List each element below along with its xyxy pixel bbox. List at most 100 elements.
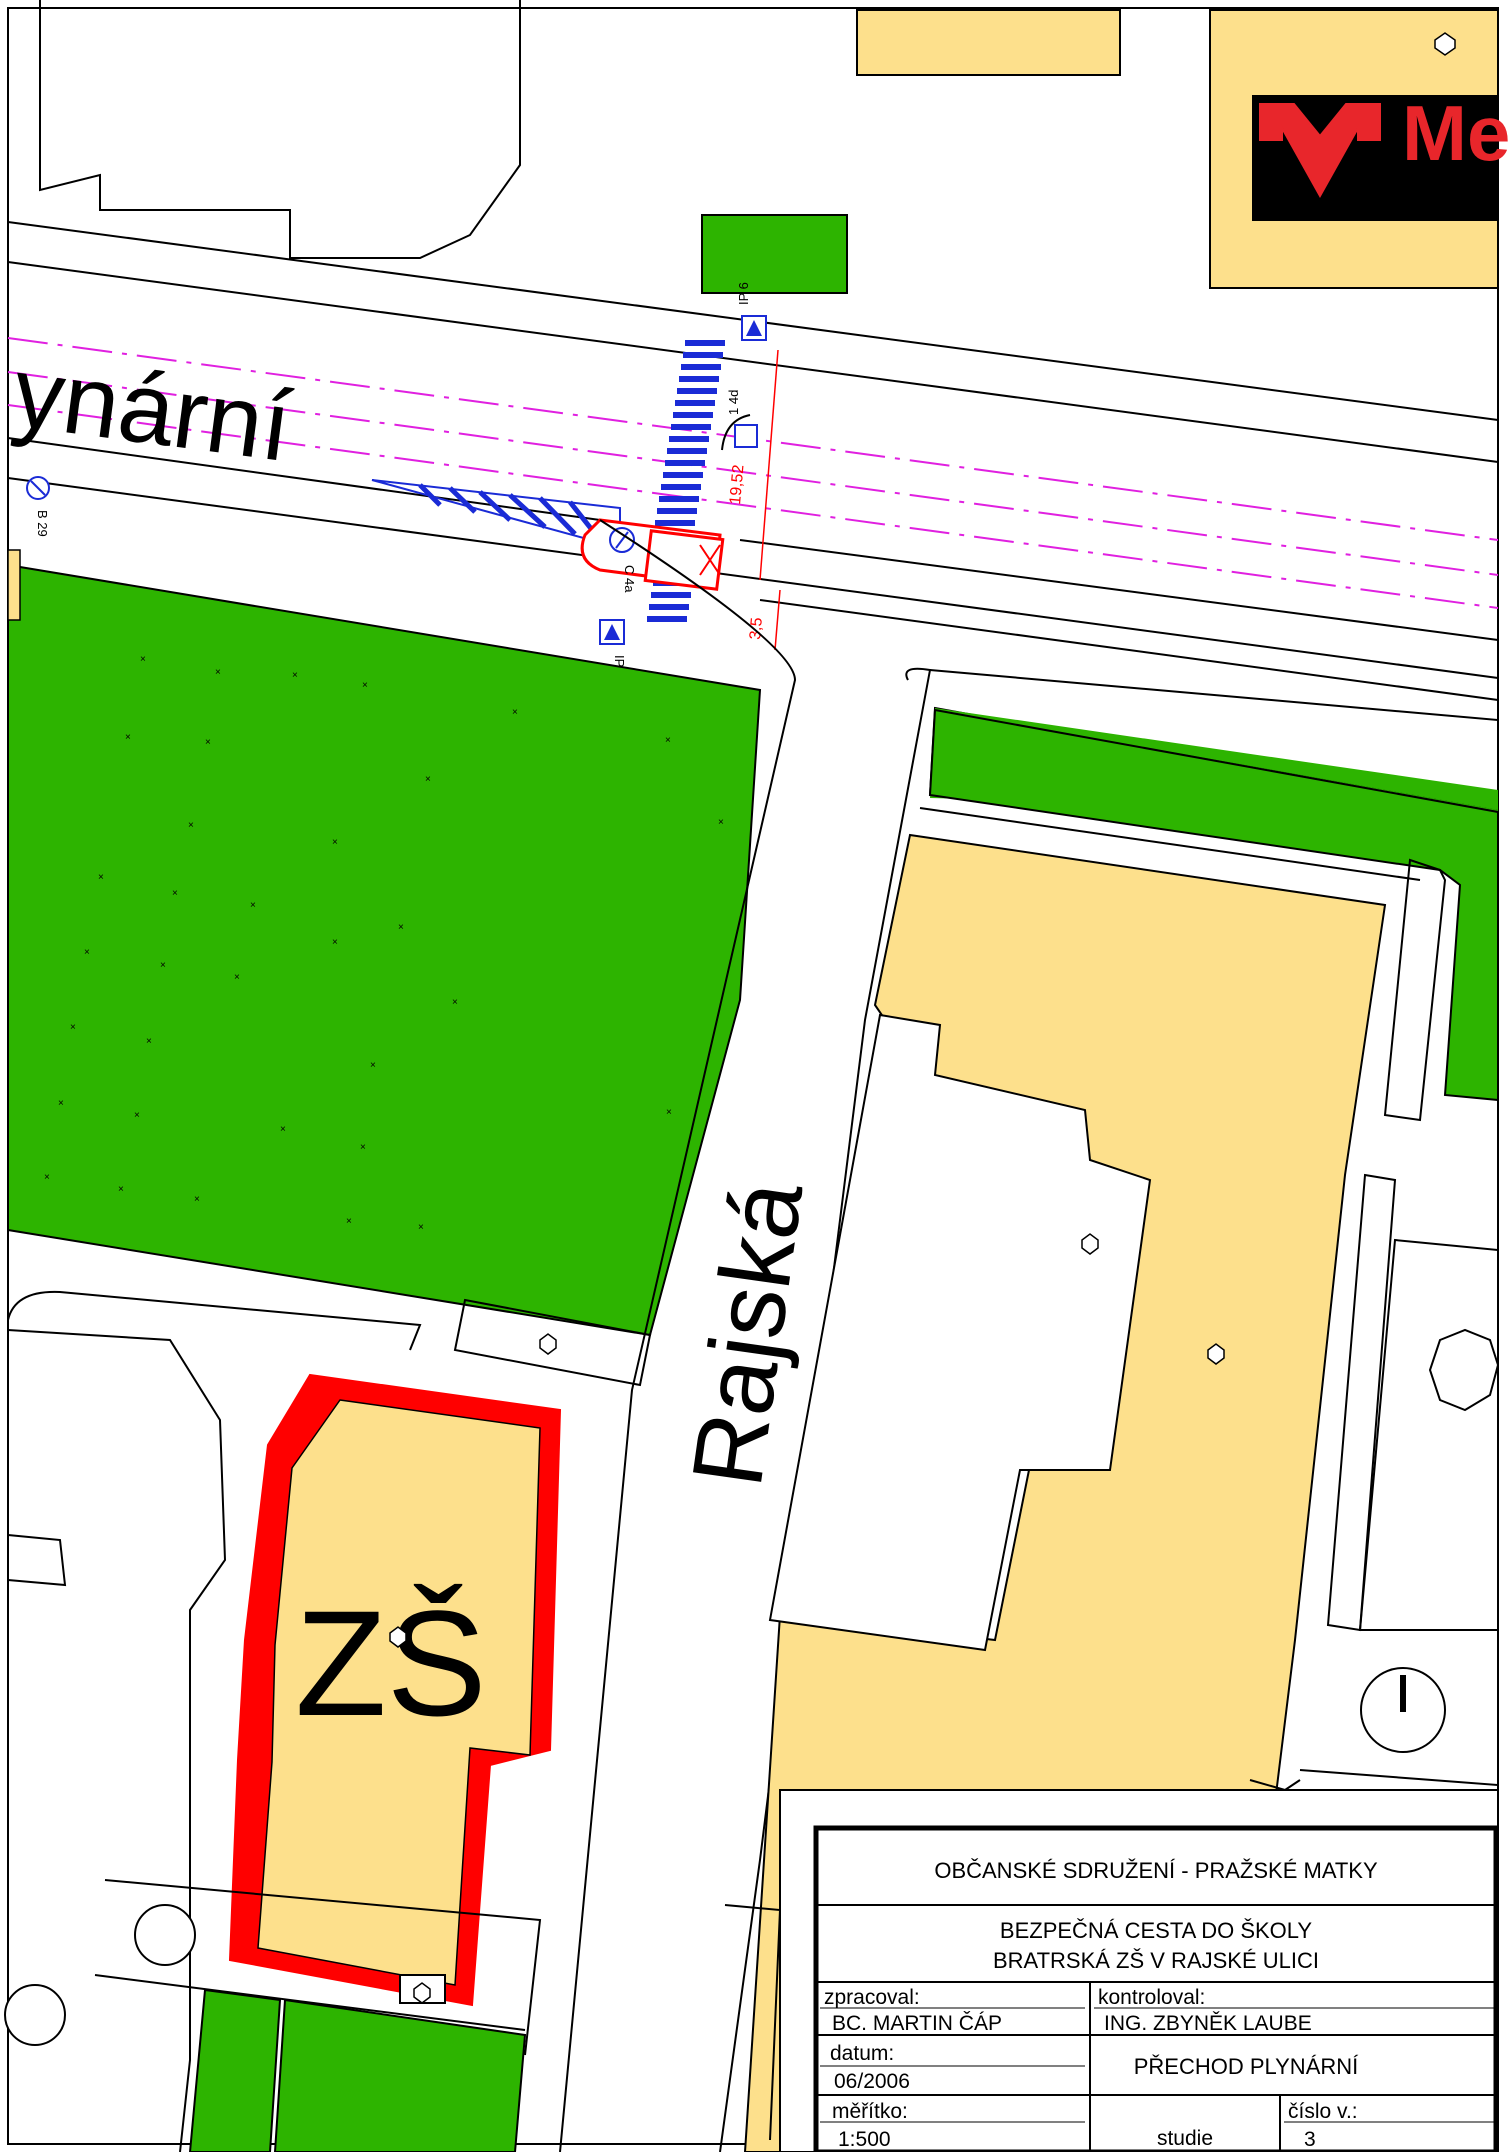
road-axis (7, 371, 1499, 576)
green-area-bottom-center (273, 1998, 527, 2152)
sidewalk-line (919, 807, 1421, 881)
hexagon-icon (1207, 1343, 1225, 1365)
checked-value: ING. ZBYNĚK LAUBE (1104, 2012, 1312, 2035)
number-value: 3 (1304, 2128, 1316, 2151)
sign-ip6-triangle (746, 320, 762, 336)
hexagon-icon (1434, 32, 1456, 56)
building-outline-right-side (1383, 858, 1447, 1122)
metro-logo-icon (1259, 103, 1381, 199)
tree-outline (134, 1904, 196, 1966)
dimension-line (774, 589, 781, 651)
hexagon-icon (413, 1982, 431, 2004)
rajska-edge-left (559, 519, 797, 2152)
tree-outline (4, 1984, 66, 2046)
svg-text:×: × (512, 707, 518, 718)
svg-text:×: × (160, 960, 166, 971)
svg-text:×: × (234, 972, 240, 983)
title-organization: OBČANSKÉ SDRUŽENÍ - PRAŽSKÉ MATKY (934, 1858, 1378, 1883)
building-outline-left-lower (7, 1534, 67, 1587)
scale-label: měřítko: (832, 2100, 908, 2123)
svg-text:×: × (44, 1172, 50, 1183)
sign-c4a-label: C 4a (622, 565, 637, 593)
sign-tram-icon (734, 424, 758, 448)
svg-text:×: × (205, 737, 211, 748)
prepared-label: zpracoval: (824, 1986, 920, 2009)
dimension-line (759, 349, 779, 581)
svg-text:×: × (125, 732, 131, 743)
school-label: ZŠ (295, 1579, 487, 1747)
sign-arrow (615, 531, 629, 549)
svg-text:×: × (194, 1194, 200, 1205)
building-yellow-edge (7, 549, 21, 621)
green-area-right (928, 708, 1499, 1102)
building-outline-right-lower (1358, 1238, 1499, 1631)
hexagon-icon (389, 1626, 407, 1648)
block-outline-school (104, 1879, 542, 2056)
svg-text:×: × (292, 670, 298, 681)
green-area-top-small (701, 214, 848, 294)
green-area-bottom-left (188, 1988, 282, 2152)
svg-text:×: × (58, 1098, 64, 1109)
title-project-line1: BEZPEČNÁ CESTA DO ŠKOLY (1000, 1918, 1312, 1943)
sign-ip6-top-label: IP 6 (736, 282, 751, 305)
svg-text:×: × (140, 654, 146, 665)
building-courtyard (768, 1013, 1152, 1652)
hexagon-icon (1081, 1233, 1099, 1255)
dimension-crossing-length: 19,52 (727, 464, 747, 505)
title-project-line2: BRATRSKÁ ZŠ V RAJSKÉ ULICI (993, 1948, 1319, 1973)
block-outline-left-lower (453, 1298, 652, 1387)
tree-outline (1428, 1328, 1500, 1412)
block-outline-left-lower (7, 1290, 422, 1351)
sign-ip6-triangle (604, 624, 620, 640)
svg-text:×: × (332, 837, 338, 848)
svg-text:×: × (250, 900, 256, 911)
road-edge (7, 437, 601, 521)
number-label: číslo v.: (1288, 2100, 1358, 2123)
sign-b29-slash (30, 480, 46, 496)
svg-text:×: × (346, 1216, 352, 1227)
svg-text:×: × (362, 680, 368, 691)
school-building (257, 1399, 541, 1986)
stage-value: studie (1157, 2127, 1213, 2150)
svg-text:×: × (452, 997, 458, 1008)
sign-c4d-label: 1 4d (726, 390, 741, 415)
road-edge (759, 599, 1499, 701)
svg-text:×: × (718, 817, 724, 828)
svg-text:×: × (425, 774, 431, 785)
svg-text:×: × (118, 1184, 124, 1195)
green-park-left (7, 563, 762, 1337)
block-outline-school (94, 1974, 526, 2031)
sign-b29-label: B 29 (35, 510, 50, 537)
north-arrow-icon (1360, 1667, 1446, 1753)
svg-text:×: × (215, 667, 221, 678)
svg-text:×: × (332, 937, 338, 948)
checked-label: kontroloval: (1098, 1986, 1205, 2009)
metro-label: Me (1402, 89, 1509, 177)
svg-text:×: × (134, 1110, 140, 1121)
svg-text:×: × (666, 1107, 672, 1118)
date-label: datum: (830, 2042, 894, 2065)
scale-value: 1:500 (838, 2128, 891, 2151)
svg-text:×: × (280, 1124, 286, 1135)
svg-text:×: × (188, 820, 194, 831)
svg-text:×: × (360, 1142, 366, 1153)
svg-text:×: × (84, 947, 90, 958)
pedestrian-crossing (647, 340, 725, 622)
prepared-value: BC. MARTIN ČÁP (832, 2012, 1002, 2035)
road-edge (7, 477, 1499, 679)
green-area-right-top-fill (935, 708, 1498, 810)
svg-text:×: × (172, 888, 178, 899)
svg-text:×: × (98, 872, 104, 883)
svg-text:×: × (665, 735, 671, 746)
refuge-island-box (643, 529, 725, 591)
building-outline-left-lower (7, 1329, 227, 2152)
title-block (779, 1789, 1499, 2152)
svg-text:×: × (418, 1222, 424, 1233)
svg-text:×: × (70, 1022, 76, 1033)
park-points: ××× ××× ××× ××× ××× ××× ××× ××× ××× ××× … (44, 654, 724, 1233)
date-value: 06/2006 (834, 2070, 910, 2093)
drawing-title: PŘECHOD PLYNÁRNÍ (1134, 2054, 1359, 2079)
hatched-lines (418, 483, 602, 542)
island-cross (699, 544, 721, 576)
